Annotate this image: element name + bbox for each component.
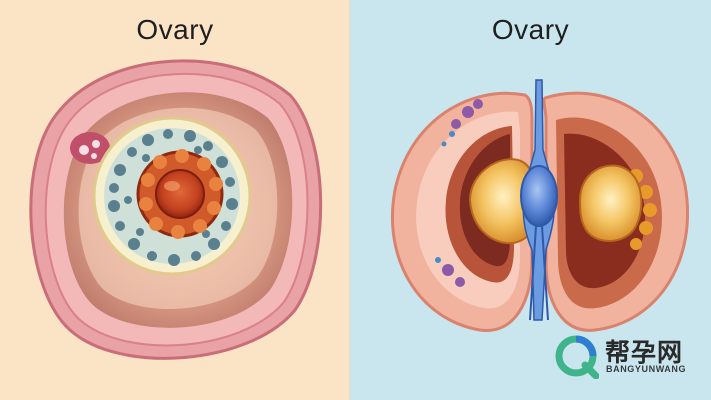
right-panel: Ovary bbox=[350, 0, 711, 400]
blood-vessel-cluster bbox=[70, 132, 110, 164]
oocyte-nucleus bbox=[155, 169, 205, 219]
right-follicle-cells bbox=[629, 169, 657, 250]
central-bulb bbox=[520, 165, 558, 227]
right-panel-title: Ovary bbox=[491, 14, 570, 45]
ovary-paired-illustration bbox=[390, 79, 690, 332]
left-panel-title: Ovary bbox=[136, 14, 214, 45]
left-follicle-cells bbox=[442, 99, 483, 287]
ovary-cross-section-illustration bbox=[29, 59, 323, 360]
brand-name-cn: 帮孕网 bbox=[605, 338, 684, 367]
granulosa-cells bbox=[108, 129, 238, 266]
watermark: 帮孕网 BANGYUNWANG bbox=[555, 333, 705, 385]
brand-logo-icon bbox=[555, 335, 599, 379]
left-panel: Ovary bbox=[0, 0, 350, 400]
right-follicle bbox=[578, 164, 643, 242]
brand-name-en: BANGYUNWANG bbox=[606, 364, 687, 374]
